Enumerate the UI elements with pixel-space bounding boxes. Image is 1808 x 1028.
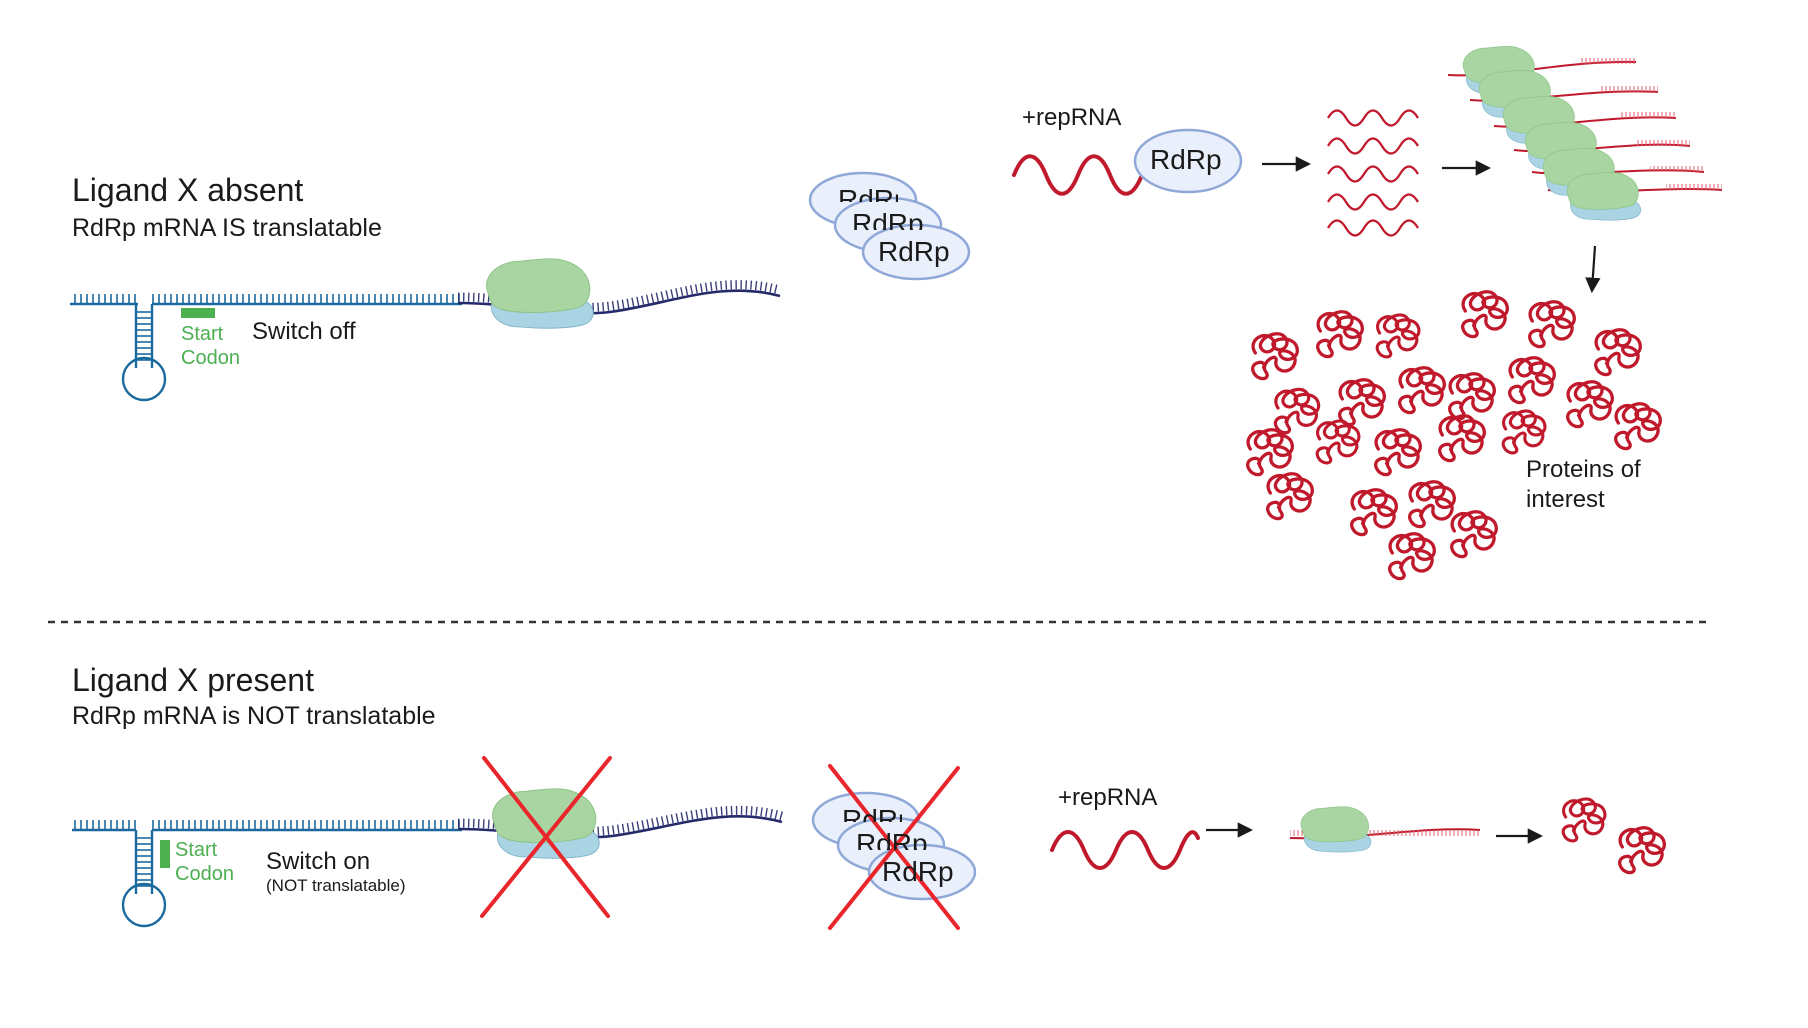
- bottom-start-label: Start: [175, 839, 218, 861]
- top-rdrp-label-2: RdRp: [852, 208, 924, 230]
- top-codon-label: Codon: [181, 347, 240, 369]
- top-reprna-copies: [1327, 109, 1419, 237]
- top-reprna-label: +repRNA: [1022, 104, 1122, 131]
- top-switch-text: Switch off: [252, 318, 356, 345]
- proteins-label-line2: interest: [1526, 486, 1605, 513]
- bottom-codon-label: Codon: [175, 863, 234, 885]
- bottom-start-codon-marker: [160, 840, 170, 868]
- bottom-switch-text: Switch on: [266, 848, 371, 875]
- top-rdrp-label-1: RdRp: [838, 184, 898, 202]
- bottom-ribosome: [491, 788, 600, 859]
- bottom-hairpin-loop: [121, 882, 167, 928]
- bottom-rdrp-label-2: RdRp: [856, 828, 928, 850]
- top-switch-construct: [70, 294, 462, 402]
- bottom-rdrp-label-1: RdRp: [842, 804, 902, 822]
- top-arrow-3: [1585, 245, 1601, 294]
- bottom-switch-construct: [72, 820, 462, 928]
- top-rdrp-enzyme-label: RdRp: [1150, 144, 1222, 175]
- bottom-rdrp-label-3: RdRp: [882, 856, 954, 887]
- top-rdrp-stack: [808, 171, 971, 281]
- top-title: Ligand X absent: [72, 172, 304, 208]
- top-polysome: [1447, 45, 1723, 221]
- bottom-title: Ligand X present: [72, 662, 314, 698]
- top-rdrp-enzyme: [1133, 128, 1243, 194]
- bottom-ribosome-cross: [480, 756, 612, 918]
- top-hairpin-loop: [121, 356, 167, 402]
- top-ribosome: [485, 258, 594, 329]
- proteins-label-line1: Proteins of: [1526, 456, 1641, 483]
- bottom-proteins: [1561, 797, 1666, 875]
- top-rdrp-label-3: RdRp: [878, 236, 950, 267]
- top-start-codon-marker: [181, 308, 215, 318]
- bottom-reprna-label: +repRNA: [1058, 784, 1158, 811]
- rdrp-ellipse-3: [861, 223, 971, 281]
- top-start-label: Start: [181, 323, 224, 345]
- bottom-single-translation: [1289, 806, 1481, 853]
- bottom-rdrp-cross: [828, 764, 960, 930]
- top-proteins-cloud: [1246, 290, 1662, 581]
- top-reprna-wave: [1012, 154, 1144, 196]
- top-rna-strand-left: [70, 294, 138, 304]
- bottom-switch-note: (NOT translatable): [266, 876, 406, 895]
- bottom-reprna-wave: [1050, 830, 1200, 870]
- bottom-subtitle: RdRp mRNA is NOT translatable: [72, 702, 436, 730]
- top-subtitle: RdRp mRNA IS translatable: [72, 214, 382, 242]
